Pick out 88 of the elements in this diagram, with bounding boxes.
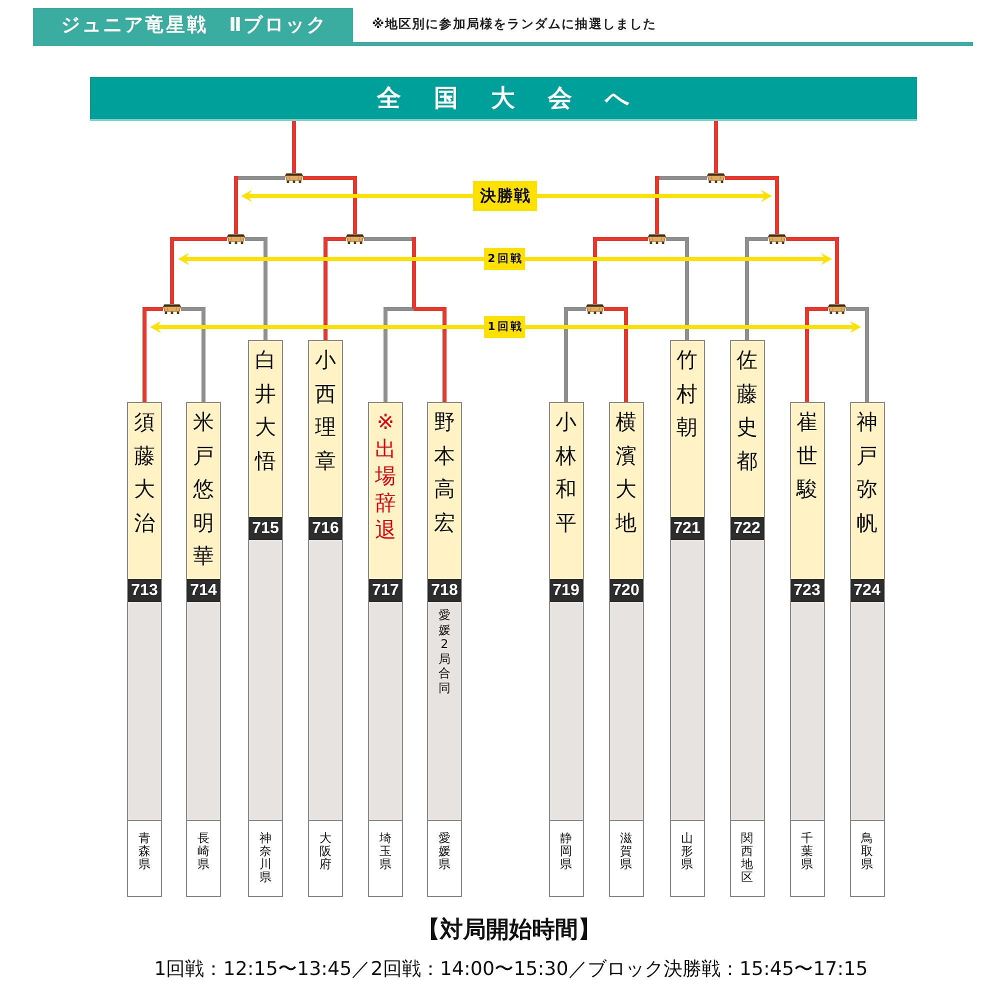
bracket-line — [292, 121, 296, 173]
player-name: 崔世駿 — [790, 403, 824, 579]
player-name: 小西理章 — [309, 341, 342, 517]
bracket-line — [714, 121, 718, 173]
go-board-icon — [163, 304, 181, 314]
entry-number: 721 — [670, 517, 704, 540]
player-card — [548, 402, 584, 897]
go-board-icon — [285, 173, 303, 183]
prefecture-name: 滋賀県 — [610, 820, 642, 896]
prefecture-name: 千葉県 — [790, 820, 824, 896]
entry-number: 714 — [187, 579, 220, 602]
bracket-line — [384, 307, 414, 402]
bracket-line — [324, 237, 346, 340]
bracket-line — [725, 176, 779, 234]
entry-number: 724 — [850, 579, 884, 602]
bracket-line — [170, 237, 227, 304]
prefecture-name: 大阪府 — [309, 820, 342, 896]
prefecture-name: 山形県 — [670, 820, 704, 896]
schedule-text: 1回戦：12:15〜13:45／2回戦：14:00〜15:30／ブロック決勝戦：15:45〜17:15 — [153, 957, 869, 982]
bracket-line — [655, 176, 707, 234]
player-card — [427, 402, 462, 897]
bracket-line — [805, 307, 828, 402]
player-name: 小林和平 — [550, 403, 582, 579]
player-name: 白井大悟 — [249, 341, 282, 517]
go-board-icon — [768, 234, 786, 244]
bracket-line — [234, 176, 285, 234]
player-name: 米戸悠明華 — [187, 403, 220, 579]
player-card — [186, 402, 221, 897]
entry-number: 717 — [369, 579, 402, 602]
prefecture-name: 長崎県 — [187, 820, 220, 896]
round-label: 2回戦 — [484, 248, 525, 270]
go-board-icon — [227, 234, 245, 244]
player-card — [730, 340, 764, 897]
entry-number: 718 — [428, 579, 461, 602]
go-board-icon — [586, 304, 604, 314]
prefecture-name: 鳥取県 — [850, 820, 884, 896]
entry-number: 722 — [730, 517, 764, 540]
station-panel: 愛媛2局合同 — [428, 602, 461, 820]
entry-number: 720 — [610, 579, 642, 602]
bracket-line — [745, 237, 768, 340]
player-name: ※出場辞退 — [369, 403, 402, 579]
player-name: 竹村朝 — [670, 341, 704, 517]
prefecture-name: 神奈川県 — [249, 820, 282, 896]
bracket-line — [364, 237, 416, 309]
player-name: 佐藤史都 — [730, 341, 764, 517]
bracket-line — [414, 307, 446, 402]
bracket-line — [303, 176, 357, 234]
bracket-line — [846, 307, 869, 402]
player-card — [790, 402, 824, 897]
prefecture-name: 青森県 — [128, 820, 161, 896]
entry-number: 716 — [309, 517, 342, 540]
bracket-line — [786, 237, 839, 304]
entry-number: 715 — [249, 517, 282, 540]
bracket-line — [142, 307, 163, 402]
player-card — [368, 402, 403, 897]
go-board-icon — [346, 234, 364, 244]
title-tab: ジュニア竜星戦 Ⅱブロック — [33, 8, 353, 44]
bracket-line — [593, 237, 648, 304]
player-card — [608, 402, 644, 897]
player-card — [670, 340, 704, 897]
note-text: ※地区別に参加局様をランダムに抽選しました — [372, 16, 657, 33]
prefecture-name: 埼玉県 — [369, 820, 402, 896]
go-board-icon — [828, 304, 846, 314]
bracket-line — [666, 237, 689, 340]
bracket-line — [181, 307, 206, 402]
prefecture-name: 静岡県 — [550, 820, 582, 896]
bracket-line — [604, 307, 628, 402]
player-name: 野本高宏 — [428, 403, 461, 579]
player-card — [127, 402, 162, 897]
schedule-heading: 【対局開始時間】 — [416, 916, 602, 945]
go-board-icon — [707, 173, 725, 183]
prefecture-name: 関西地区 — [730, 820, 764, 896]
player-card — [248, 340, 283, 897]
round-label: 決勝戦 — [473, 181, 537, 211]
entry-number: 713 — [128, 579, 161, 602]
round-label: 1回戦 — [484, 316, 525, 338]
destination-banner: 全国大会へ — [90, 77, 917, 121]
player-name: 横濱大地 — [610, 403, 642, 579]
player-name: 神戸弥帆 — [850, 403, 884, 579]
bracket-line — [245, 237, 268, 340]
prefecture-name: 愛媛県 — [428, 820, 461, 896]
go-board-icon — [648, 234, 666, 244]
player-card — [850, 402, 884, 897]
entry-number: 723 — [790, 579, 824, 602]
bracket-line — [564, 307, 586, 402]
player-name: 須藤大治 — [128, 403, 161, 579]
entry-number: 719 — [550, 579, 582, 602]
player-card — [308, 340, 343, 897]
